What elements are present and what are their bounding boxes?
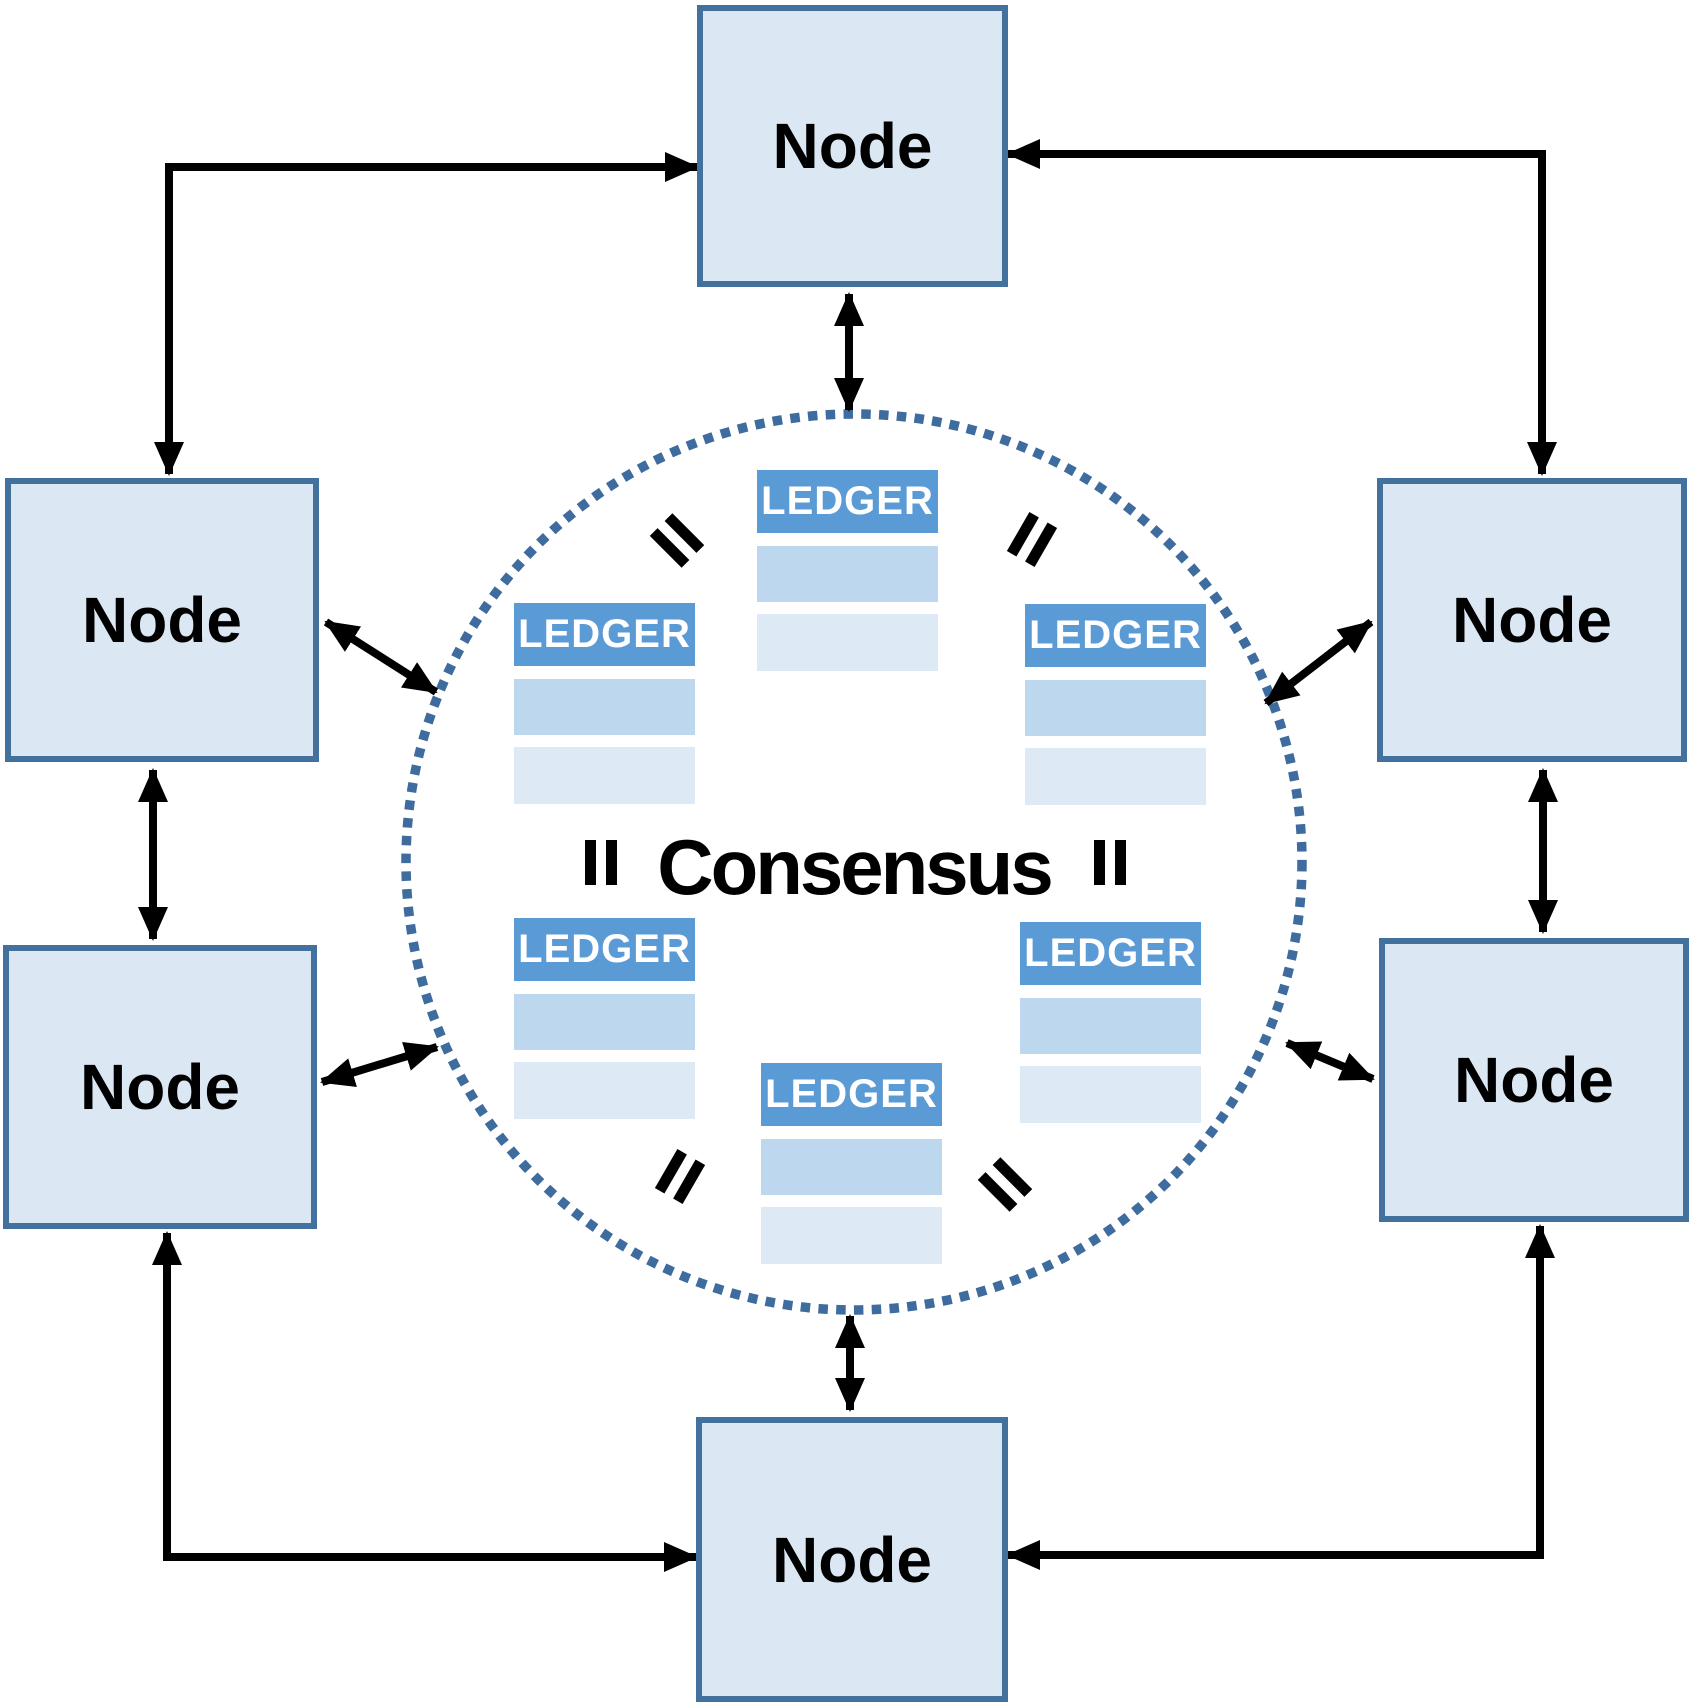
node-box-bottom: Node [696, 1417, 1008, 1702]
node-label: Node [82, 584, 242, 656]
ledger-header: LEDGER [1025, 604, 1206, 667]
arrow-topnode-to-upperleft [154, 152, 699, 476]
consensus-label: Consensus [657, 823, 1053, 911]
arrow-topnode-to-upperright [1006, 139, 1557, 476]
ledger-row [514, 1062, 695, 1119]
ledger-row [1020, 998, 1201, 1054]
node-label: Node [772, 1523, 932, 1596]
equals-icon [585, 840, 617, 885]
ledger-header: LEDGER [761, 1063, 942, 1126]
ledger-header: LEDGER [757, 470, 938, 533]
ledger-bottom-center: LEDGER [761, 1063, 942, 1264]
ledger-row [761, 1207, 942, 1264]
ledger-row [1020, 1066, 1201, 1123]
node-box-upper-right: Node [1377, 478, 1687, 762]
node-box-top: Node [697, 5, 1008, 287]
ledger-row [757, 614, 938, 671]
node-label: Node [772, 110, 933, 182]
ledger-row [761, 1139, 942, 1195]
arrow-bottomnode-to-lowerright [1006, 1224, 1555, 1570]
ledger-lower-right: LEDGER [1020, 922, 1201, 1123]
arrow-bottomnode-to-lowerleft [152, 1231, 698, 1572]
node-label: Node [1454, 1044, 1614, 1116]
arrow-upperleft-circle [323, 618, 439, 696]
ledger-row [514, 747, 695, 804]
ledger-row [514, 679, 695, 735]
ledger-top-center: LEDGER [757, 470, 938, 671]
node-box-upper-left: Node [5, 478, 319, 762]
ledger-header: LEDGER [514, 603, 695, 666]
arrow-lowerright-circle [1285, 1039, 1375, 1083]
ledger-lower-left: LEDGER [514, 918, 695, 1119]
consensus-circle [401, 409, 1307, 1315]
node-box-lower-left: Node [3, 945, 317, 1229]
arrow-lowerleft-circle [320, 1041, 439, 1088]
ledger-upper-right: LEDGER [1025, 604, 1206, 805]
ledger-upper-left: LEDGER [514, 603, 695, 804]
ledger-header: LEDGER [514, 918, 695, 981]
node-label: Node [1452, 584, 1612, 656]
equals-icon [1094, 840, 1126, 885]
ledger-row [514, 994, 695, 1050]
arrow-upperright-circle [1263, 618, 1374, 707]
ledger-row [1025, 680, 1206, 736]
node-box-lower-right: Node [1379, 938, 1689, 1222]
node-label: Node [80, 1051, 240, 1123]
ledger-header: LEDGER [1020, 922, 1201, 985]
ledger-row [1025, 748, 1206, 805]
ledger-row [757, 546, 938, 602]
